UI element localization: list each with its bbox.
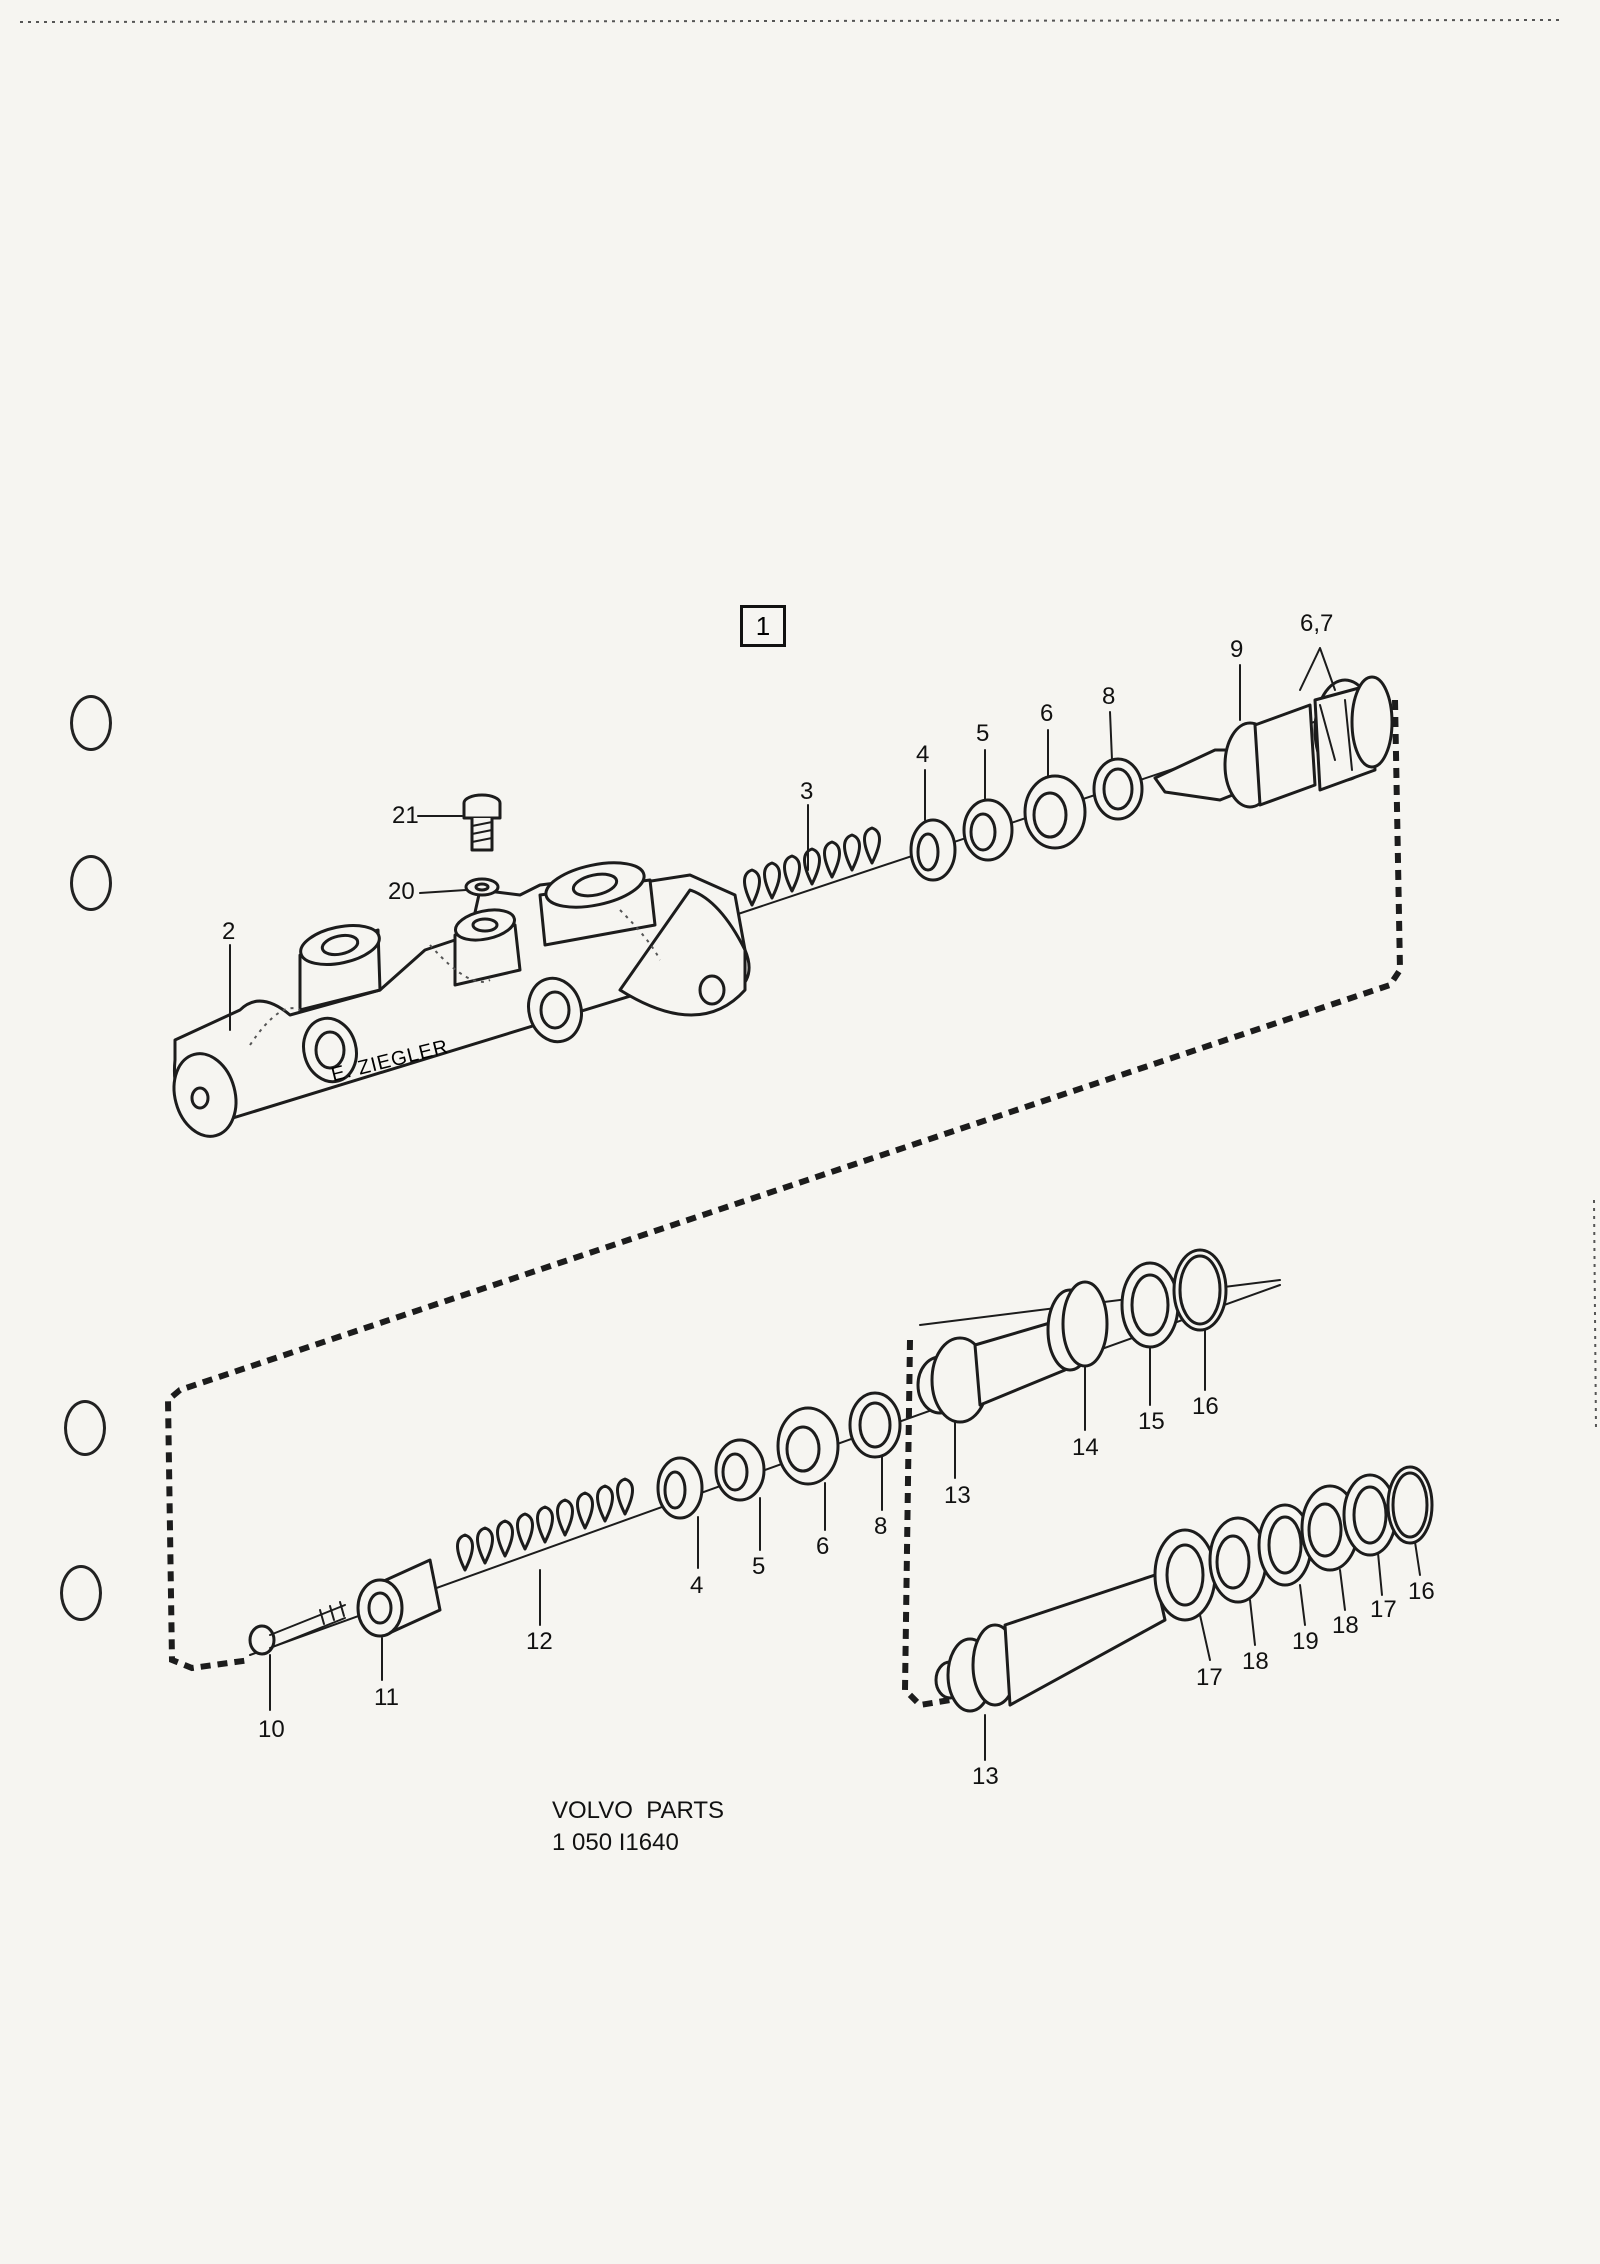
binder-hole <box>64 1400 106 1456</box>
callout-5-upper: 5 <box>976 720 990 747</box>
ring-8-lower <box>848 1391 902 1459</box>
caption-brand: VOLVO PARTS <box>552 1797 725 1824</box>
callout-13-lower: 13 <box>972 1763 999 1790</box>
binder-hole <box>60 1565 102 1621</box>
page-edge-line <box>19 19 1561 23</box>
callout-9: 9 <box>1230 636 1244 663</box>
secondary-piston-lower <box>934 1465 1434 1713</box>
callout-18-upper: 18 <box>1332 1612 1359 1639</box>
callout-6-7: 6,7 <box>1300 610 1334 637</box>
primary-piston <box>1153 675 1394 809</box>
secondary-piston-upper <box>916 1248 1228 1424</box>
bleed-screw <box>462 793 502 852</box>
callout-5-lower: 5 <box>752 1553 766 1580</box>
circlip-16 <box>1172 1248 1228 1332</box>
callout-17-lower: 17 <box>1196 1664 1223 1691</box>
spring-lower <box>456 1477 634 1572</box>
callout-6-upper: 6 <box>1040 700 1054 727</box>
binder-hole <box>70 855 112 911</box>
circlip-16-lower <box>1386 1465 1434 1545</box>
bleed-washer <box>464 877 500 897</box>
callout-21: 21 <box>392 802 419 829</box>
page-edge-line <box>1593 1199 1597 1431</box>
assembly-guide-frame-inner <box>901 1339 951 1709</box>
callout-17-upper: 17 <box>1370 1596 1397 1623</box>
callout-15: 15 <box>1138 1408 1165 1435</box>
binder-hole <box>70 695 112 751</box>
callout-12: 12 <box>526 1628 553 1655</box>
assembly-guide-frame <box>164 699 1404 1672</box>
callout-2: 2 <box>222 918 236 945</box>
callout-6-lower: 6 <box>816 1533 830 1560</box>
callout-8-lower: 8 <box>874 1513 888 1540</box>
callout-19: 19 <box>1292 1628 1319 1655</box>
part-reference-caption: VOLVO PARTS 1 050 I1640 <box>552 1795 724 1859</box>
callout-14: 14 <box>1072 1434 1099 1461</box>
callout-4-upper: 4 <box>916 741 930 768</box>
ring-8-upper <box>1092 757 1144 821</box>
spring-upper <box>743 826 881 907</box>
callout-4-lower: 4 <box>690 1572 704 1599</box>
guide-sleeve <box>356 1558 442 1638</box>
callout-leaders <box>229 647 1421 1761</box>
callout-3: 3 <box>800 778 814 805</box>
cylinder-body <box>172 861 751 1138</box>
callout-18-lower: 18 <box>1242 1648 1269 1675</box>
callout-13-upper: 13 <box>944 1482 971 1509</box>
figure-number-box: 1 <box>740 605 786 647</box>
callout-10: 10 <box>258 1716 285 1743</box>
callout-11: 11 <box>374 1684 399 1711</box>
callout-20: 20 <box>388 878 415 905</box>
callout-16-lower: 16 <box>1408 1578 1435 1605</box>
stop-screw <box>248 1601 346 1656</box>
caption-number: 1 050 I1640 <box>552 1829 679 1856</box>
callout-16-upper: 16 <box>1192 1393 1219 1420</box>
callout-8-upper: 8 <box>1102 683 1116 710</box>
